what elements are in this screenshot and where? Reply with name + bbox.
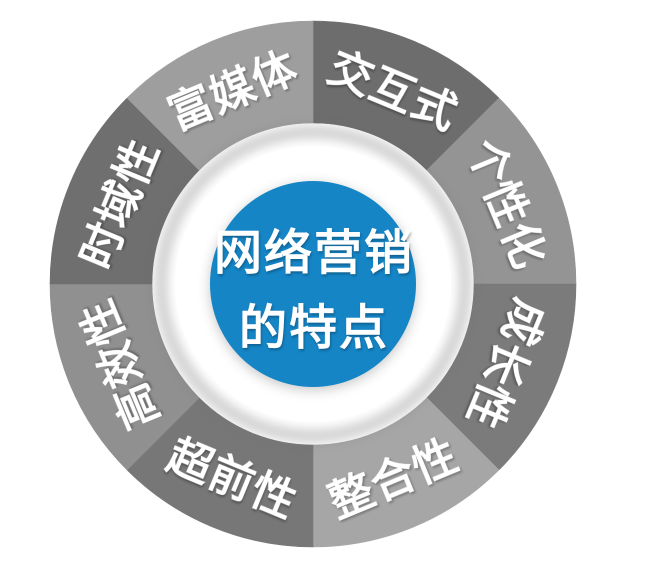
center-title-line2: 的特点 (239, 300, 389, 356)
center-circle (210, 181, 416, 387)
ring-segment (126, 20, 314, 171)
center-title-line1: 网络营销 (214, 225, 414, 281)
inner-edge-shadow (154, 125, 472, 443)
